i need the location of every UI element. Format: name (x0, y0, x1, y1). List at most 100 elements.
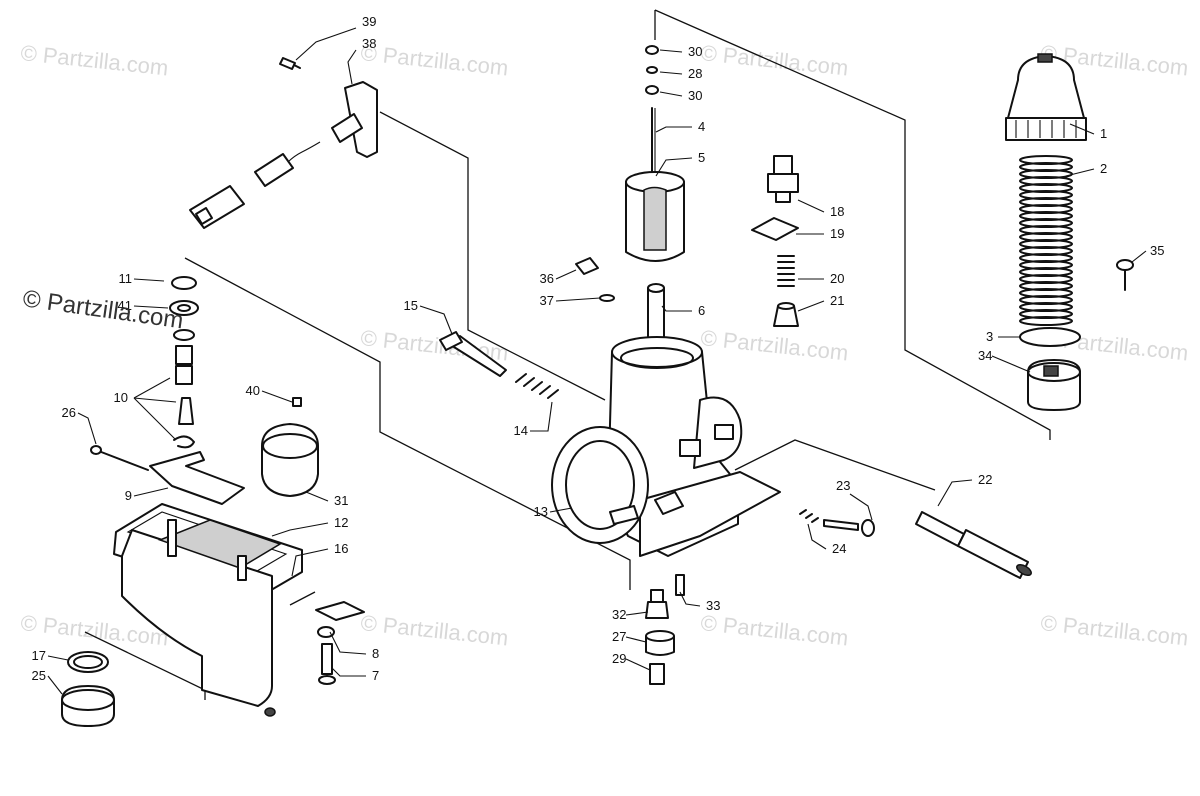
callout-number: 16 (334, 541, 348, 556)
watermark-text: © Partzilla.com (699, 325, 849, 365)
spring-coil (1019, 316, 1073, 326)
callout-number: 17 (32, 648, 46, 663)
callout-34: 34 (978, 348, 1031, 373)
callout-39: 39 (295, 14, 376, 61)
callout-33: 33 (679, 591, 720, 613)
callout-number: 31 (334, 493, 348, 508)
leader-line (77, 412, 97, 445)
vent-tube (915, 511, 1032, 579)
callout-1: 1 (1069, 123, 1107, 141)
leader-line (1065, 168, 1095, 177)
callout-15: 15 (404, 298, 453, 335)
leader-line (133, 377, 171, 399)
leader-line (331, 667, 366, 677)
callout-30a: 30 (659, 44, 702, 59)
callout-number: 1 (1100, 126, 1107, 141)
leader-line (655, 157, 693, 177)
leader-line (625, 611, 649, 616)
callout-number: 27 (612, 629, 626, 644)
main-jet-stack (645, 574, 685, 685)
leader-line (419, 305, 453, 335)
callout-number: 15 (404, 298, 418, 313)
watermark-text: © Partzilla.com (359, 610, 509, 650)
callout-number: 33 (706, 598, 720, 613)
callout-16: 16 (291, 541, 348, 577)
leader-line (47, 675, 63, 695)
leader-line (679, 591, 701, 607)
air-screw (799, 509, 875, 537)
callout-number: 39 (362, 14, 376, 29)
callout-number: 35 (1150, 243, 1164, 258)
callout-number: 28 (688, 66, 702, 81)
callout-5: 5 (655, 150, 705, 177)
callout-number: 12 (334, 515, 348, 530)
inlet-fitting (751, 155, 799, 327)
callout-number: 24 (832, 541, 846, 556)
leader-line (659, 91, 683, 97)
callout-17: 17 (32, 648, 69, 663)
callout-6: 6 (661, 303, 705, 318)
callout-number: 19 (830, 226, 844, 241)
callout-number: 36 (540, 271, 554, 286)
leader-line (937, 479, 973, 507)
leader-line (47, 655, 69, 661)
watermark-text: © Partzilla.com (699, 40, 849, 80)
watermark-text: © Partzilla.com (1039, 610, 1189, 650)
callout-number: 23 (836, 478, 850, 493)
leader-line (291, 548, 329, 577)
callout-number: 34 (978, 348, 992, 363)
carburetor-top-cap (1005, 53, 1087, 141)
callout-26: 26 (62, 405, 97, 445)
callout-number: 25 (32, 668, 46, 683)
callout-number: 6 (698, 303, 705, 318)
leader-line (555, 269, 577, 280)
callout-8: 8 (329, 631, 379, 661)
leader-line (347, 49, 357, 85)
watermark-text: © Partzilla.com (699, 610, 849, 650)
leader-line (271, 522, 329, 537)
callout-36: 36 (540, 269, 577, 286)
float-needle-stack (169, 276, 199, 449)
leader-line (555, 297, 601, 302)
callout-number: 37 (540, 293, 554, 308)
float-bowl (113, 503, 303, 717)
callout-2: 2 (1065, 161, 1107, 177)
slide-holder (1019, 259, 1134, 411)
callout-41: 41 (118, 298, 169, 313)
throttle-spring (1019, 155, 1073, 326)
float (261, 397, 319, 497)
leader-line (625, 658, 651, 671)
callout-number: 29 (612, 651, 626, 666)
leader-line (261, 390, 293, 403)
carburetor-body (551, 336, 781, 557)
callout-7: 7 (331, 667, 379, 683)
callout-3: 3 (986, 329, 1020, 344)
callout-number: 7 (372, 668, 379, 683)
leader-line (549, 507, 573, 513)
jet-needle (645, 45, 659, 181)
callout-number: 3 (986, 329, 993, 344)
callout-number: 18 (830, 204, 844, 219)
leader-line (797, 199, 825, 213)
leader-line (133, 397, 177, 403)
leader-line (1069, 123, 1095, 135)
callout-37: 37 (540, 293, 601, 308)
leader-line (133, 397, 177, 441)
leader-line (807, 523, 827, 550)
leader-line (991, 355, 1031, 373)
callout-number: 11 (119, 271, 133, 286)
callout-19: 19 (796, 226, 844, 241)
callout-27: 27 (612, 629, 647, 644)
bowl-bracket (315, 601, 365, 685)
callout-23: 23 (836, 478, 873, 521)
callout-35: 35 (1131, 243, 1164, 263)
throttle-slide (625, 171, 685, 262)
callout-29: 29 (612, 651, 651, 671)
callout-number: 10 (114, 390, 128, 405)
pilot-screw (439, 331, 559, 399)
leader-line (797, 300, 825, 312)
callout-number: 14 (514, 423, 528, 438)
callout-9: 9 (125, 487, 169, 503)
callout-number: 13 (534, 504, 548, 519)
